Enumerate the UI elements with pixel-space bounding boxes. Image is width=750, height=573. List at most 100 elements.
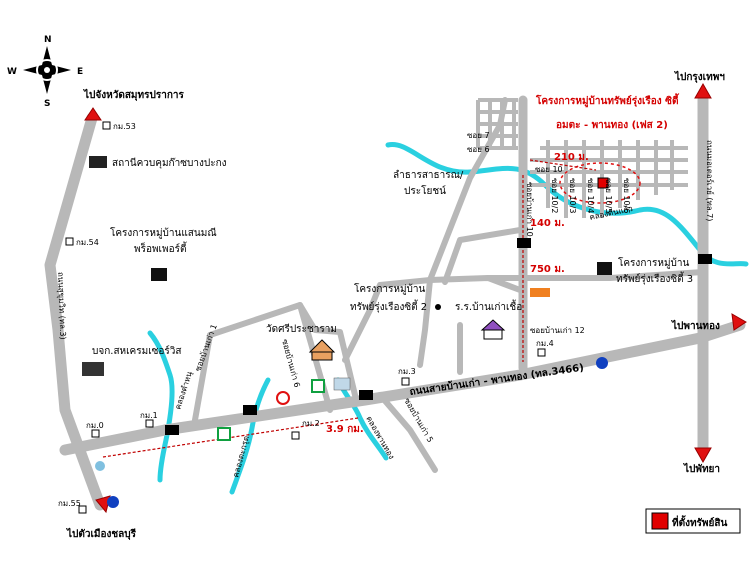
km54-icon (65, 237, 74, 246)
arrow-pattaya (694, 447, 712, 464)
km1-icon (145, 419, 154, 428)
label-road-3466: ถนนสายบ้านเก่า - พานทอง (ทล.3466) (409, 362, 585, 398)
legend-label: ที่ตั้งทรัพย์สิน (672, 515, 727, 529)
label-soi-10-5: ซอย 10/5 (604, 178, 613, 213)
label-saensuk-2: พร็อพเพอร์ตี้ (134, 241, 188, 255)
label-soi-10-2: ซอย 10/2 (550, 178, 559, 213)
dest-chonburi: ไปตัวเมืองชลบุรี (66, 527, 137, 540)
label-soi-kao-10: ซอยบ้านเก่า 10 (525, 182, 534, 237)
label-distance-140m: 140 ม. (530, 218, 565, 229)
label-thanrung-b2: ทรัพย์รุ่งเรืองซิตี้ 3 (616, 271, 693, 285)
soi-grid (476, 98, 688, 218)
road-side-a (192, 332, 213, 423)
compass-s: S (44, 99, 50, 109)
label-khlong-tamnu: คลองตำหนุ (173, 370, 194, 411)
compass-n: N (44, 35, 52, 45)
km4-icon (537, 348, 546, 357)
km-markers (65, 121, 546, 514)
dest-pattaya: ไปพัทยา (683, 462, 720, 475)
compass-icon: N S E W (7, 35, 83, 109)
project-title-2: อมตะ - พานทอง (เฟส 2) (556, 119, 668, 131)
seven-eleven-icon (311, 379, 325, 393)
thanrung-a-dot (435, 304, 441, 310)
label-company: บจก.สหเครมเซอร์วิส (92, 345, 182, 357)
km0-icon (91, 429, 100, 438)
building-icons (82, 156, 612, 508)
road-sukhumvit (44, 112, 106, 511)
road-side-i (442, 227, 523, 285)
label-soi-10-3: ซอย 10/3 (568, 178, 577, 213)
label-soi-6: ซอย 6 (467, 145, 490, 154)
store-icon (530, 288, 550, 297)
label-km0: กม.0 (86, 421, 104, 430)
legend-swatch (651, 512, 669, 530)
road-side-b (207, 302, 358, 398)
arrow-bangkok (694, 82, 712, 99)
label-soi-10-4: ซอย 10/4 (586, 178, 595, 213)
legend: ที่ตั้งทรัพย์สิน (645, 508, 741, 534)
distance-line-39km (102, 417, 359, 458)
school-icon (480, 319, 506, 331)
label-soi-kao-5: ซอยบ้านเก่า 5 (402, 397, 435, 445)
gas-station-2-icon (596, 357, 608, 369)
arrow-phanthong (731, 313, 747, 331)
canal-tamnu (147, 330, 175, 483)
thanrung-b-icon (597, 262, 612, 275)
canals (147, 142, 749, 495)
dest-phan-thong: ไปพานทอง (671, 319, 720, 332)
gas-station-icon (276, 391, 290, 405)
arrow-north-west (84, 107, 102, 121)
label-thanrung-b1: โครงการหมู่บ้าน (618, 256, 690, 269)
label-soi-10-6: ซอย 10/6 (622, 178, 631, 213)
label-highway7: ถนนมอเตอร์เวย์ (ทล.7) (705, 140, 715, 221)
direction-arrows (84, 82, 747, 514)
km53-icon (102, 121, 111, 130)
dest-bangkok: ไปกรุงเทพฯ (674, 70, 725, 83)
roads (44, 94, 746, 511)
label-sukhumvit: ถนนสุขุมวิท (ทล.3) (56, 272, 67, 340)
saensuk-icon (151, 268, 167, 281)
distance-lines (102, 159, 597, 458)
label-school: ร.ร.บ้านเก่าเชื้อ (455, 299, 522, 313)
canal-phanthong (335, 377, 389, 461)
label-km1: กม.1 (140, 411, 158, 420)
pin-icon (95, 461, 105, 471)
label-soi-10: ซอย 10 (535, 165, 563, 174)
label-khlong-takrap: คลองตะกรุด (231, 435, 251, 479)
bridge-icons (165, 238, 712, 435)
gas-station-3-icon (107, 496, 119, 508)
km55-icon (78, 505, 87, 514)
label-thanrung-a1: โครงการหมู่บ้าน (354, 282, 426, 295)
project-outline (559, 162, 641, 204)
label-km53: กม.53 (113, 122, 136, 131)
label-distance-750m: 750 ม. (530, 264, 565, 275)
label-km4: กม.4 (536, 339, 554, 348)
company-icon (82, 362, 104, 376)
distance-line-210m (529, 159, 597, 171)
label-temple: วัดศรีประชาราม (266, 323, 337, 335)
compass-e: E (77, 67, 83, 77)
label-km2: กม.2 (302, 419, 320, 428)
seven-eleven-2-icon (217, 427, 231, 441)
label-distance-39km: 3.9 กม. (326, 424, 364, 435)
label-public-2: ประโยชน์ (404, 184, 446, 197)
label-km54: กม.54 (76, 238, 99, 247)
km3-icon (401, 377, 410, 386)
label-distance-210m: 210 ม. (554, 152, 589, 163)
label-km55: กม.55 (58, 499, 81, 508)
road-side-g (377, 392, 438, 473)
shop-sign-icon (333, 377, 351, 391)
label-checkpoint: สถานีควบคุมก๊าซบางปะกง (112, 157, 227, 169)
label-public-1: ลำธารสาธารณ/ (393, 170, 464, 181)
project-title-1: โครงการหมู่บ้านทรัพย์รุ่งเรือง ซิตี้ (535, 93, 680, 108)
canal-takrap (229, 377, 271, 495)
compass-w: W (7, 67, 17, 77)
dest-samut-prakan: ไปจังหวัดสมุทรปราการ (83, 88, 184, 101)
asset-location-marker (597, 177, 609, 189)
label-soi-baan-kao: ซอยบ้านเก่า 12 (530, 326, 585, 335)
road-side-e (485, 269, 706, 281)
label-soi-7: ซอย 7 (467, 131, 490, 140)
label-thanrung-a2: ทรัพย์รุ่งเรืองซิตี้ 2 (350, 299, 427, 313)
label-saensuk-1: โครงการหมู่บ้านแสนมณี (110, 226, 217, 239)
